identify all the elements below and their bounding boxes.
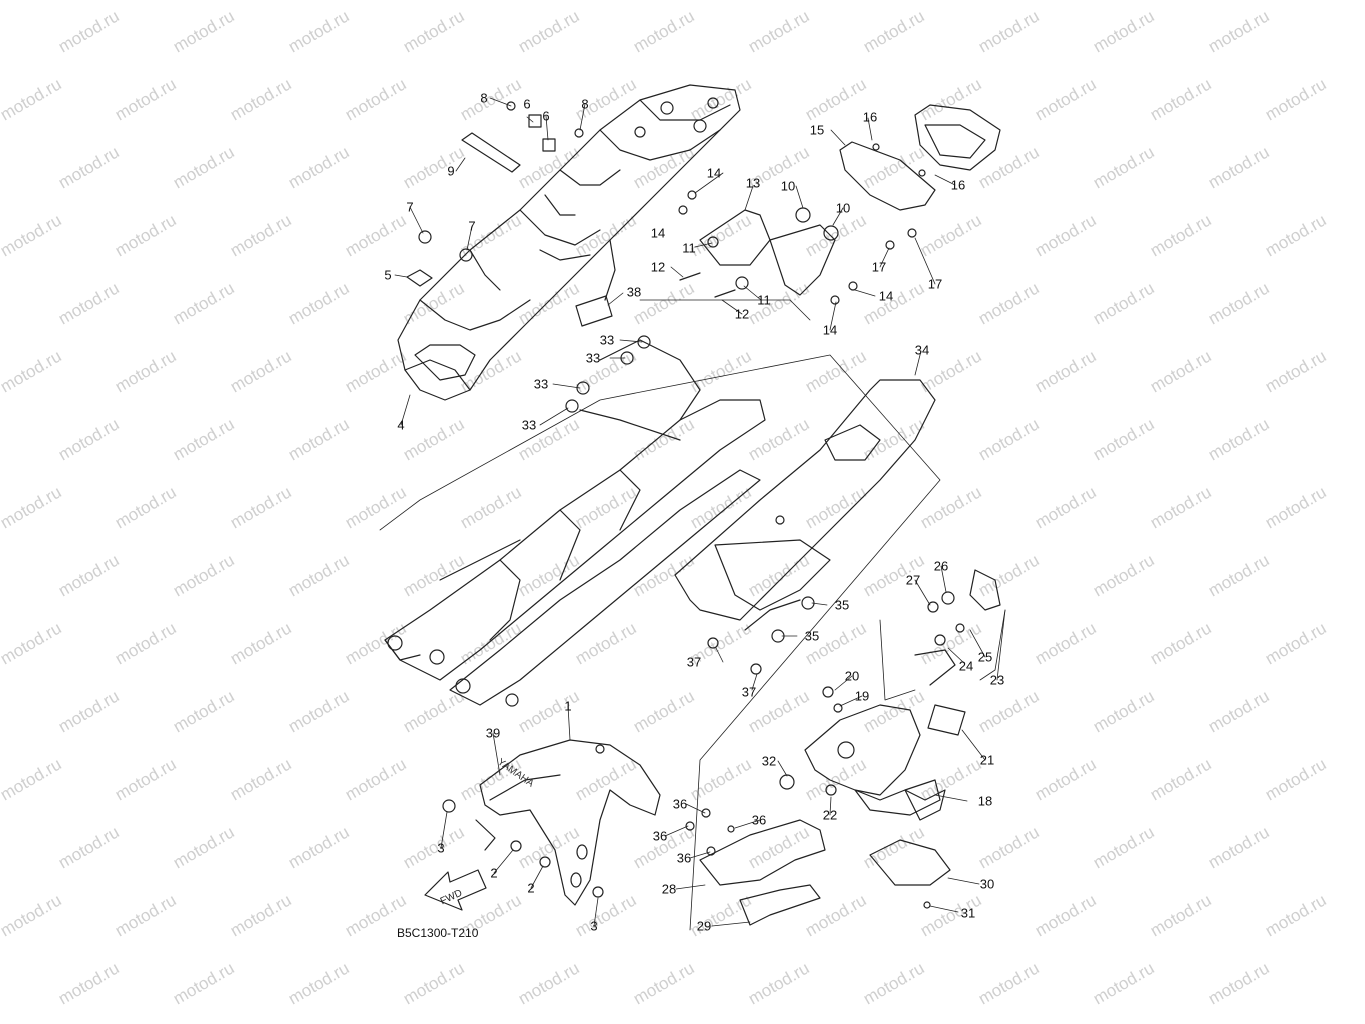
callout-7: 7 xyxy=(468,218,476,234)
callout-28: 28 xyxy=(661,881,677,897)
strap-part-9 xyxy=(461,132,521,173)
callout-25: 25 xyxy=(977,649,993,665)
callout-33: 33 xyxy=(533,376,549,392)
label-part-38 xyxy=(575,295,613,327)
callout-11: 11 xyxy=(757,292,771,308)
callout-33: 33 xyxy=(599,332,615,348)
callout-29: 29 xyxy=(696,918,712,934)
callout-33: 33 xyxy=(585,350,601,366)
callout-31: 31 xyxy=(960,905,976,921)
callout-17: 17 xyxy=(927,276,943,292)
callout-22: 22 xyxy=(822,807,838,823)
callout-8: 8 xyxy=(581,96,589,112)
callout-10: 10 xyxy=(780,178,796,194)
callout-11: 11 xyxy=(682,240,696,256)
callout-35: 35 xyxy=(804,628,820,644)
callout-17: 17 xyxy=(871,259,887,275)
callout-35: 35 xyxy=(834,597,850,613)
callout-20: 20 xyxy=(844,668,860,684)
front-fender-part-1: YAMAHA xyxy=(442,739,661,906)
callout-19: 19 xyxy=(854,688,870,704)
callout-14: 14 xyxy=(650,225,666,241)
callout-26: 26 xyxy=(933,558,949,574)
callout-16: 16 xyxy=(950,177,966,193)
callout-2: 2 xyxy=(490,865,498,881)
clip-part-5 xyxy=(406,269,433,287)
callout-30: 30 xyxy=(979,876,995,892)
callout-36: 36 xyxy=(676,850,692,866)
callout-2: 2 xyxy=(527,880,535,896)
callout-18: 18 xyxy=(977,793,993,809)
rear-fender-assembly xyxy=(397,84,741,401)
group-outlines xyxy=(379,299,1006,931)
callout-36: 36 xyxy=(751,812,767,828)
callout-32: 32 xyxy=(761,753,777,769)
callout-27: 27 xyxy=(905,572,921,588)
fasteners-top-left xyxy=(418,101,584,262)
callout-37: 37 xyxy=(686,654,702,670)
callout-10: 10 xyxy=(835,200,851,216)
callout-3: 3 xyxy=(590,918,598,934)
callout-14: 14 xyxy=(878,288,894,304)
callout-34: 34 xyxy=(914,342,930,358)
callout-23: 23 xyxy=(989,672,1005,688)
callout-16: 16 xyxy=(862,109,878,125)
callout-9: 9 xyxy=(447,163,455,179)
callout-14: 14 xyxy=(822,322,838,338)
callout-6: 6 xyxy=(523,96,531,112)
callout-39: 39 xyxy=(485,725,501,741)
callout-7: 7 xyxy=(406,199,414,215)
leader-lines xyxy=(394,97,1006,927)
fasteners-middle xyxy=(565,335,815,675)
callout-12: 12 xyxy=(650,259,666,275)
license-plate-assembly xyxy=(779,569,1001,909)
fwd-arrow: FWD xyxy=(424,869,487,911)
callout-21: 21 xyxy=(979,752,995,768)
callout-15: 15 xyxy=(809,122,825,138)
callout-33: 33 xyxy=(521,417,537,433)
callout-8: 8 xyxy=(480,90,488,106)
callout-36: 36 xyxy=(672,796,688,812)
callout-38: 38 xyxy=(626,284,642,300)
callout-24: 24 xyxy=(958,658,974,674)
bracket-part-28 xyxy=(685,808,826,926)
callout-36: 36 xyxy=(652,828,668,844)
under-cowl-part-34 xyxy=(674,379,936,631)
callout-13: 13 xyxy=(745,175,761,191)
rear-frame xyxy=(384,339,766,707)
diagram-code: B5C1300-T210 xyxy=(397,926,479,940)
callout-12: 12 xyxy=(734,306,750,322)
callout-1: 1 xyxy=(564,698,572,714)
callout-4: 4 xyxy=(397,417,405,433)
callout-6: 6 xyxy=(542,108,550,124)
callout-3: 3 xyxy=(437,840,445,856)
callout-14: 14 xyxy=(706,165,722,181)
callout-37: 37 xyxy=(741,684,757,700)
callout-5: 5 xyxy=(384,267,392,283)
